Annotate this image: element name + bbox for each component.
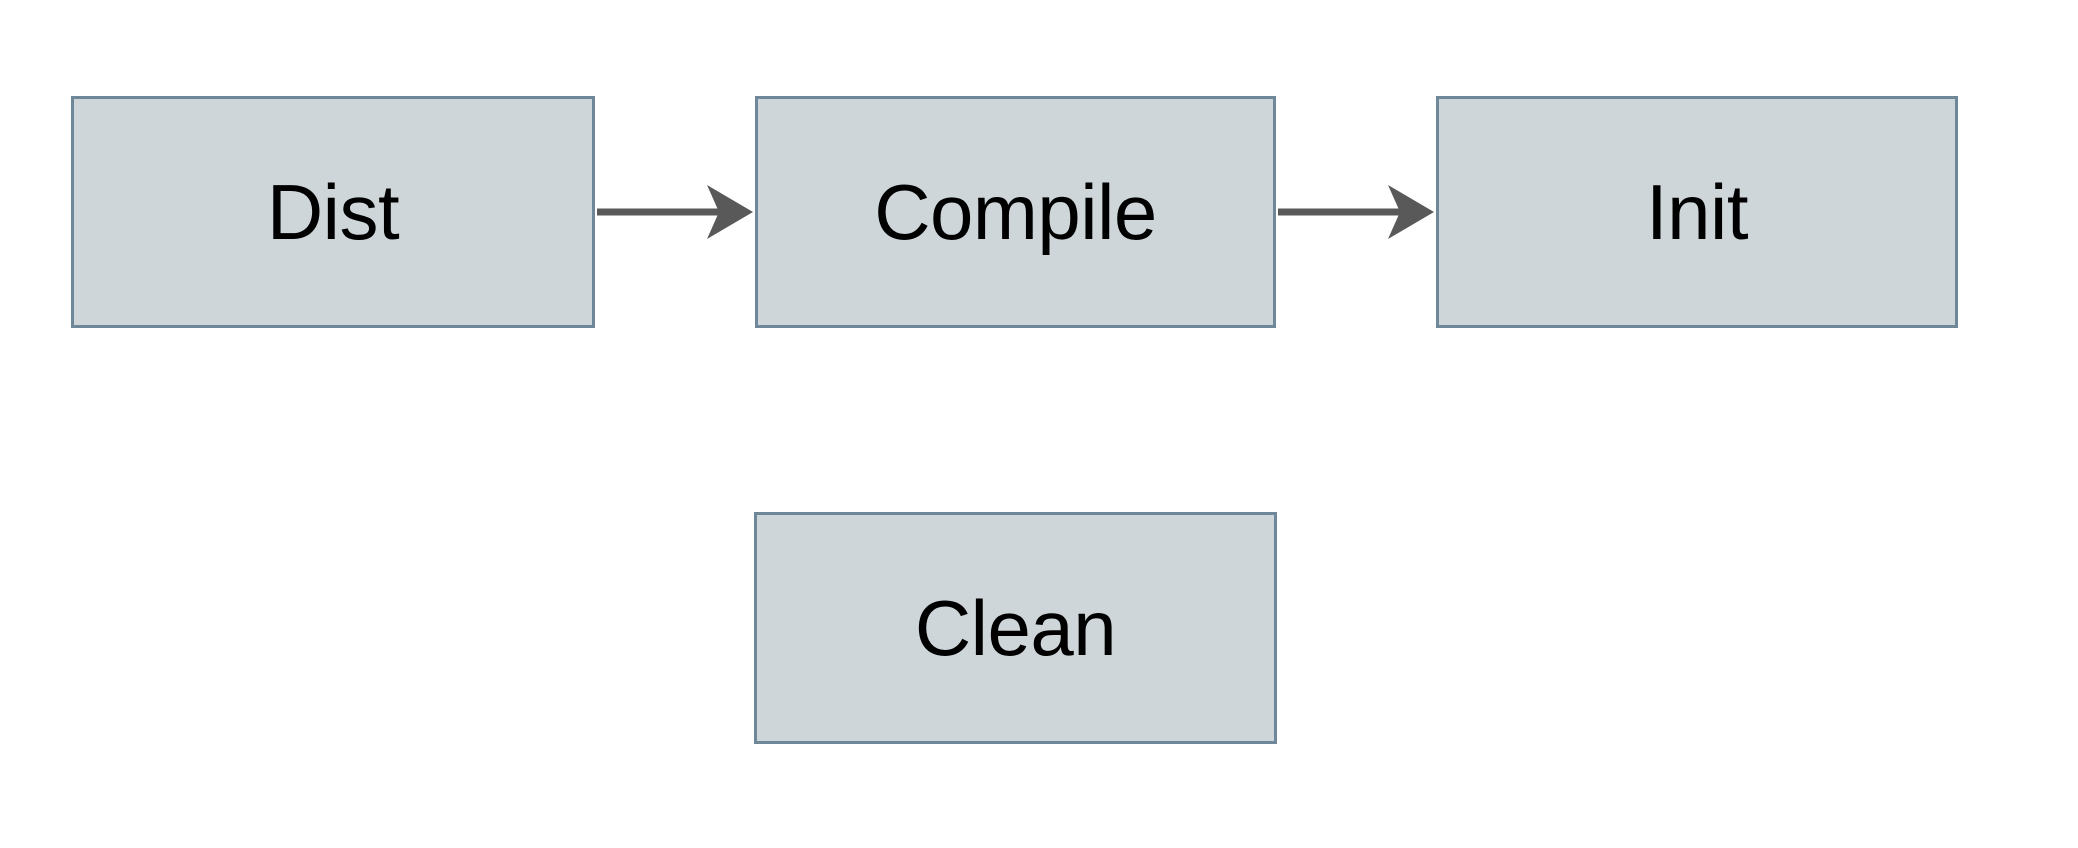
node-label-init: Init <box>1645 168 1749 256</box>
node-dist[interactable]: Dist <box>71 96 595 328</box>
node-label-compile: Compile <box>874 168 1157 256</box>
edge-arrowhead-icon <box>707 185 753 239</box>
edge-arrowhead-icon <box>1388 185 1434 239</box>
node-label-clean: Clean <box>914 584 1117 672</box>
node-label-dist: Dist <box>266 168 400 256</box>
node-init[interactable]: Init <box>1436 96 1958 328</box>
node-clean[interactable]: Clean <box>754 512 1277 744</box>
node-compile[interactable]: Compile <box>755 96 1276 328</box>
